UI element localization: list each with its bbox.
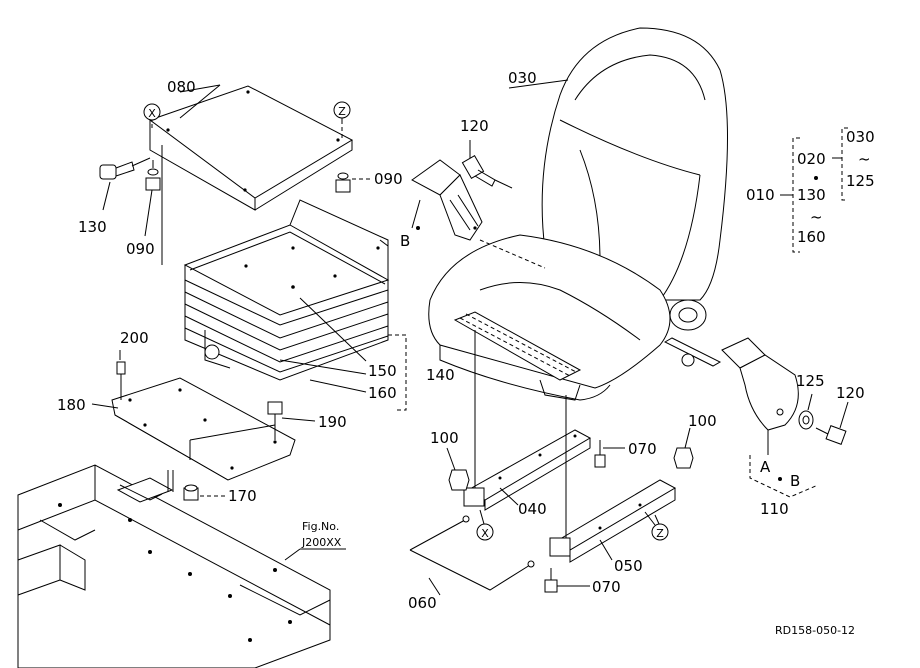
- marker-z-bottom: [651, 523, 669, 541]
- rail-040: [463, 330, 592, 511]
- tree-130: 130: [797, 186, 826, 204]
- marker-x-bottom-label: X: [481, 527, 489, 540]
- tree-tilde-left: ~: [810, 208, 823, 226]
- drawing-code: RD158-050-12: [775, 624, 855, 637]
- label-170: 170: [228, 487, 257, 505]
- figure-reference: Fig.No. J200XX: [284, 520, 346, 561]
- part-tree-labels: 010 020 130 ~ 160 030 ~ 125: [746, 128, 875, 246]
- washer-125: [798, 410, 814, 430]
- nut-170: [183, 484, 199, 501]
- nut-100-right: [673, 447, 694, 469]
- rail-050: [549, 395, 677, 563]
- part-labels: 080 090 130 090 030 120 B 150 140 160 20…: [57, 69, 865, 612]
- label-100-right: 100: [688, 412, 717, 430]
- label-120-top: 120: [460, 117, 489, 135]
- tree-tilde-right: ~: [858, 150, 871, 168]
- bolt-120-top: [461, 155, 513, 189]
- tree-010: 010: [746, 186, 775, 204]
- tree-030: 030: [846, 128, 875, 146]
- marker-x-top: [143, 103, 161, 121]
- top-cover-080: [148, 85, 354, 265]
- label-050: 050: [614, 557, 643, 575]
- bracket-plate-180: [111, 377, 296, 481]
- bolt-070-top: [594, 440, 606, 468]
- label-090-left: 090: [126, 240, 155, 258]
- label-160-left: 160: [368, 384, 397, 402]
- label-110: 110: [760, 500, 789, 518]
- marker-z-bottom-label: Z: [656, 527, 664, 540]
- part-tree: [780, 127, 848, 253]
- seat-030: [428, 27, 728, 401]
- label-060: 060: [408, 594, 437, 612]
- marker-z-top-label: Z: [338, 105, 346, 118]
- belt-retractor-a: [663, 337, 799, 431]
- label-180: 180: [57, 396, 86, 414]
- marker-x-top-label: X: [148, 107, 156, 120]
- bolt-130: [99, 157, 151, 180]
- nut-100-left: [448, 469, 470, 491]
- marker-x-bottom: [476, 523, 494, 541]
- fig-ref-line2: J200XX: [301, 536, 342, 549]
- markers: X Z X Z: [143, 101, 669, 541]
- fig-ref-line1: Fig.No.: [302, 520, 339, 533]
- label-130-left: 130: [78, 218, 107, 236]
- label-200: 200: [120, 329, 149, 347]
- bolt-120-right: [815, 425, 847, 445]
- label-090-right: 090: [374, 170, 403, 188]
- leader-lines: [91, 79, 849, 596]
- tree-020: 020: [797, 150, 826, 168]
- label-140: 140: [426, 366, 455, 384]
- label-070-bottom: 070: [592, 578, 621, 596]
- bolt-190: [267, 401, 283, 440]
- label-125-right: 125: [796, 372, 825, 390]
- marker-z-top: [333, 101, 351, 119]
- bolt-200: [116, 361, 126, 400]
- label-070-top: 070: [628, 440, 657, 458]
- label-b-right: B: [790, 472, 800, 490]
- bolt-070-bottom: [544, 568, 558, 593]
- label-120-right: 120: [836, 384, 865, 402]
- label-040: 040: [518, 500, 547, 518]
- label-030-seat: 030: [508, 69, 537, 87]
- nut-090-right: [335, 172, 351, 193]
- label-080: 080: [167, 78, 196, 96]
- label-a: A: [760, 458, 771, 476]
- tree-160: 160: [797, 228, 826, 246]
- tree-125: 125: [846, 172, 875, 190]
- label-150: 150: [368, 362, 397, 380]
- belt-buckle-b: [411, 159, 483, 241]
- floor-frame: [17, 464, 331, 668]
- label-b-top: B: [400, 232, 410, 250]
- label-100-left: 100: [430, 429, 459, 447]
- label-190: 190: [318, 413, 347, 431]
- nut-090-left: [145, 160, 161, 191]
- wire-060: [409, 515, 535, 591]
